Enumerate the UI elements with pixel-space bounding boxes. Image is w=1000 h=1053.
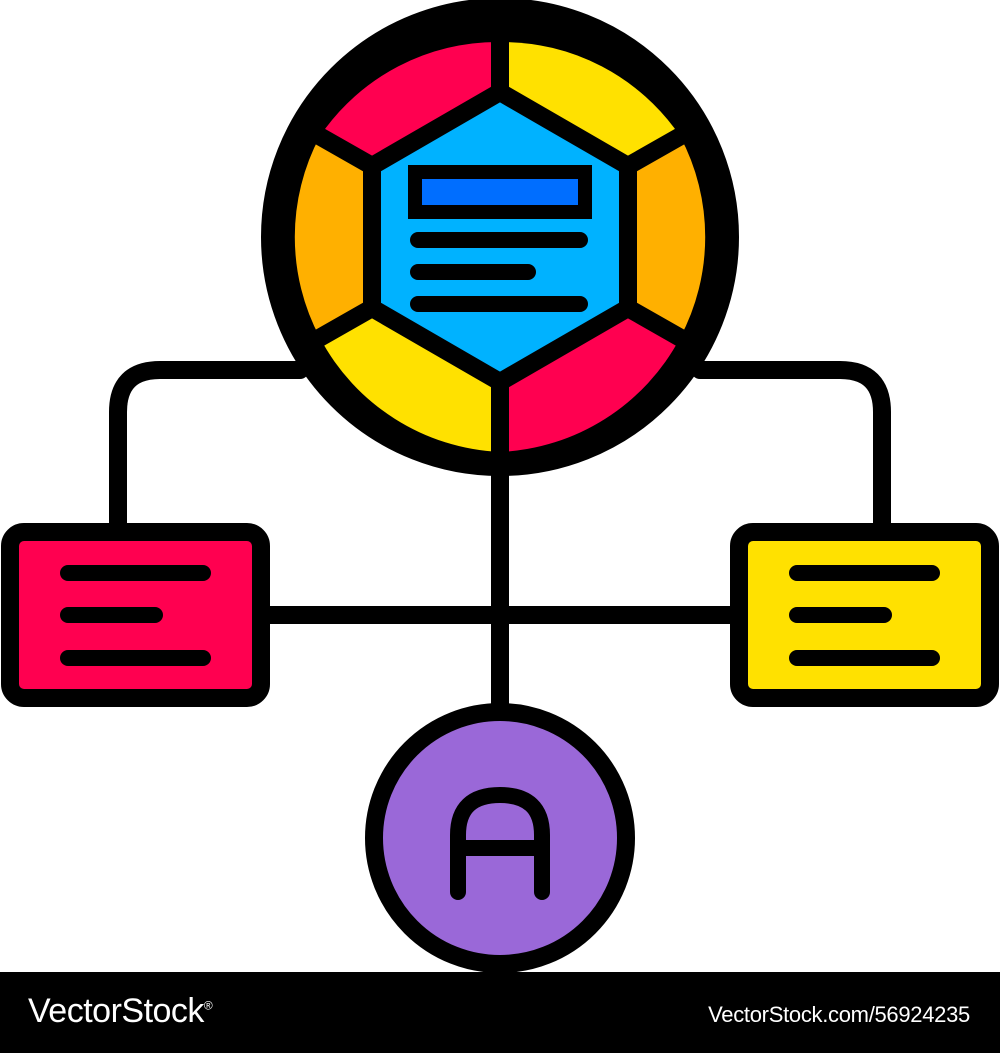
letter-a-icon bbox=[450, 787, 550, 900]
brand-logo: VectorStock® bbox=[28, 992, 213, 1031]
segment-bottom-right bbox=[500, 308, 680, 452]
bottom-node bbox=[365, 703, 635, 972]
brand-name: VectorStock bbox=[28, 992, 204, 1030]
right-connector bbox=[691, 361, 891, 539]
right-card bbox=[730, 523, 999, 707]
text-lines-icon bbox=[60, 565, 211, 666]
stock-id: VectorStock.com/56924235 bbox=[708, 1002, 970, 1027]
segment-bottom-left bbox=[320, 308, 500, 452]
segment-left bbox=[294, 136, 372, 338]
segment-top-right bbox=[500, 41, 680, 166]
segment-top-left bbox=[320, 41, 500, 167]
footer-bar: VectorStock® VectorStock.com/56924235 bbox=[0, 972, 1000, 1053]
connector-lines bbox=[109, 361, 891, 719]
segment-right bbox=[628, 136, 706, 338]
center-badge bbox=[261, 0, 739, 476]
left-connector bbox=[109, 361, 309, 539]
document-icon bbox=[408, 165, 592, 312]
text-lines-icon bbox=[789, 565, 940, 666]
brand-registered-mark: ® bbox=[203, 998, 213, 1013]
left-card bbox=[1, 523, 270, 707]
hierarchy-diagram bbox=[1, 0, 999, 972]
